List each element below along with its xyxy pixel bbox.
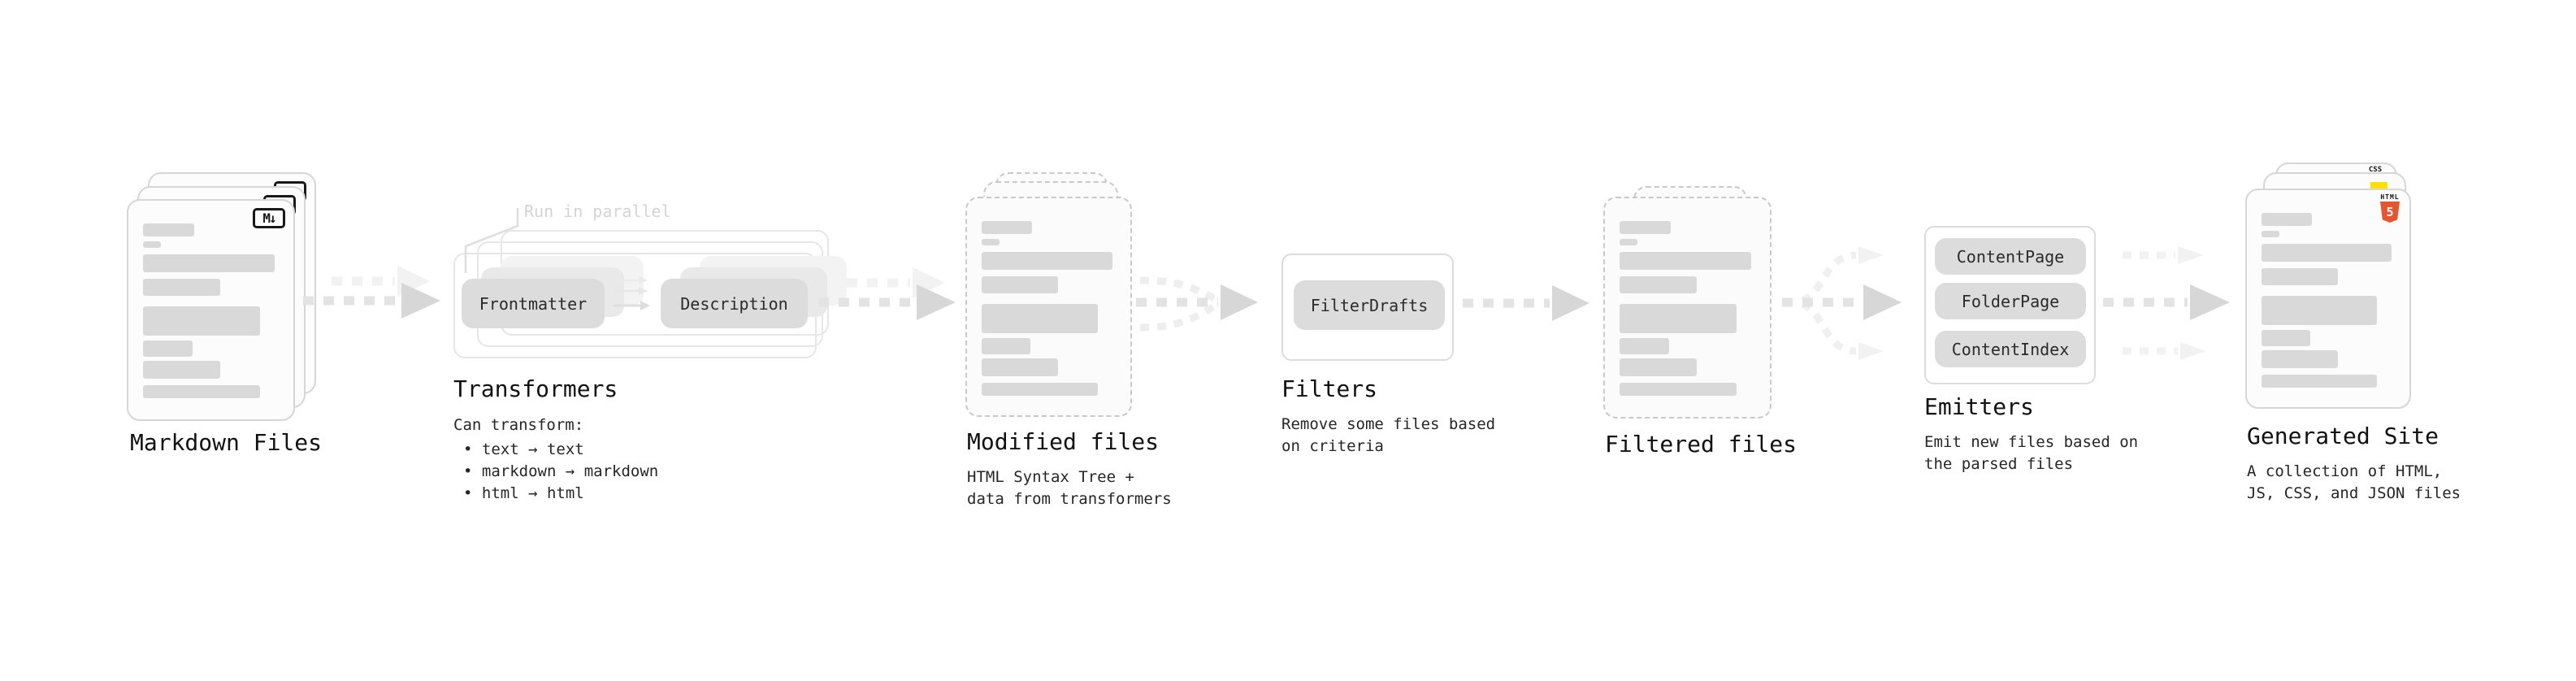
stage-label-modified-files: Modified files xyxy=(967,428,1160,455)
text-line-bar xyxy=(2262,296,2377,325)
flow-arrow-icon xyxy=(818,267,956,320)
filter-drafts-pill: FilterDrafts xyxy=(1294,280,1445,330)
flow-arrow-icon xyxy=(303,266,440,319)
converging-arrow-icon xyxy=(1136,276,1258,332)
text-line-bar xyxy=(143,306,261,336)
transformers-description: Can transform: xyxy=(453,416,584,434)
text-line-bar xyxy=(982,383,1098,396)
text-line-bar xyxy=(143,241,162,248)
stage-label-filters: Filters xyxy=(1281,375,1378,402)
text-line-bar xyxy=(143,361,221,379)
text-line-bar xyxy=(982,338,1031,354)
text-line-bar xyxy=(143,385,261,398)
text-line-bar xyxy=(1620,276,1698,293)
text-line-bar xyxy=(1620,304,1737,333)
stage-label-filtered-files: Filtered files xyxy=(1605,431,1798,458)
modified-files-description: HTML Syntax Tree + data from transformer… xyxy=(967,468,1172,508)
text-line-bar xyxy=(2262,268,2338,285)
text-line-bar xyxy=(1620,252,1752,270)
js-icon xyxy=(2370,182,2387,189)
emitters-description: Emit new files based on the parsed files xyxy=(1924,433,2139,473)
text-line-bar xyxy=(982,358,1059,376)
diverging-arrow-icon xyxy=(1782,246,1902,360)
emitter-content-page-pill: ContentPage xyxy=(1935,238,2086,275)
text-line-bar xyxy=(982,304,1098,333)
stage-label-markdown-files: Markdown Files xyxy=(130,429,323,456)
text-line-bar xyxy=(143,340,193,357)
document-text-lines xyxy=(1605,198,1770,417)
markdown-file-card: M↓ xyxy=(127,199,295,421)
text-line-bar xyxy=(143,279,221,296)
text-line-bar xyxy=(1620,338,1669,354)
flow-arrow-icon xyxy=(1463,285,1589,321)
text-line-bar xyxy=(1620,383,1737,396)
run-in-parallel-note: Run in parallel xyxy=(524,202,671,221)
text-line-bar xyxy=(2262,350,2338,368)
generated-html-file-card: HTML 5 xyxy=(2245,189,2411,409)
bullet-item: • text → text xyxy=(463,440,584,458)
stage-label-transformers: Transformers xyxy=(453,375,618,402)
text-line-bar xyxy=(982,221,1033,234)
document-text-lines xyxy=(128,201,293,419)
filtered-file-card xyxy=(1603,197,1772,419)
text-line-bar xyxy=(2262,231,2279,237)
emitter-content-index-pill: ContentIndex xyxy=(1935,331,2086,367)
note-connector-line xyxy=(464,208,519,273)
bullet-item: • markdown → markdown xyxy=(463,462,659,480)
markdown-icon: M↓ xyxy=(253,208,285,228)
text-line-bar xyxy=(982,252,1112,270)
stage-label-emitters: Emitters xyxy=(1924,393,2034,420)
text-line-bar xyxy=(2262,330,2310,346)
emitter-folder-page-pill: FolderPage xyxy=(1935,283,2086,319)
text-line-bar xyxy=(143,254,275,272)
text-line-bar xyxy=(1620,358,1698,376)
bullet-item: • html → html xyxy=(463,484,584,502)
text-line-bar xyxy=(2262,375,2377,388)
generated-site-description: A collection of HTML, JS, CSS, and JSON … xyxy=(2247,462,2461,502)
document-text-lines xyxy=(967,198,1130,415)
text-line-bar xyxy=(1620,239,1638,245)
html5-icon-shield: 5 xyxy=(2380,202,2400,223)
filters-description: Remove some files based on criteria xyxy=(1281,415,1496,455)
text-line-bar xyxy=(982,239,1000,245)
triple-arrow-icon xyxy=(2103,246,2230,360)
transformer-frontmatter-pill: Frontmatter xyxy=(462,279,605,328)
css-icon-label: CSS xyxy=(2368,166,2383,174)
stage-label-generated-site: Generated Site xyxy=(2247,423,2439,449)
text-line-bar xyxy=(2262,244,2392,262)
html5-icon-label: HTML xyxy=(2380,193,2400,201)
transformer-description-pill: Description xyxy=(661,279,808,328)
text-line-bar xyxy=(982,276,1059,293)
text-line-bar xyxy=(1620,221,1671,234)
document-text-lines xyxy=(2247,190,2409,407)
text-line-bar xyxy=(2262,213,2312,226)
transformers-bullet-list: • text → text • markdown → markdown • ht… xyxy=(463,439,658,505)
modified-file-card xyxy=(965,197,1132,417)
parallel-arrows-icon xyxy=(613,276,650,310)
text-line-bar xyxy=(143,223,194,236)
html5-icon: HTML 5 xyxy=(2379,193,2401,223)
